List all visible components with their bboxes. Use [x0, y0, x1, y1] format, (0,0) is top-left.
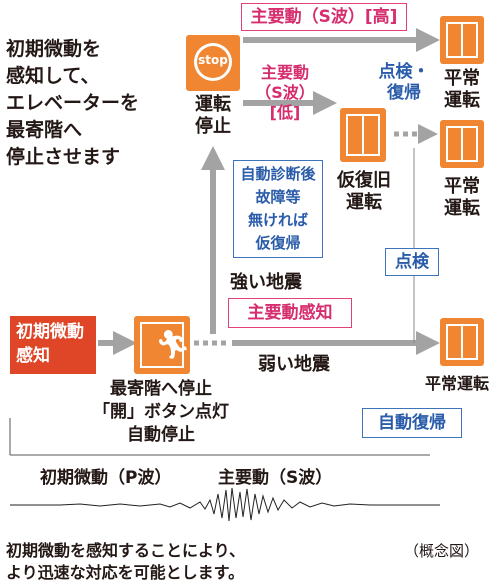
normal-elevator-icon-1 [440, 16, 484, 64]
seismic-waveform [10, 487, 440, 522]
intro-text: 初期微動を 感知して、 エレベーターを 最寄階へ 停止させます [6, 38, 140, 168]
inspect-restore-label: 点検・ 復帰 [378, 62, 430, 103]
auto-restore-box: 自動復帰 [362, 408, 462, 438]
temp-recovery-label: 仮復旧 運転 [337, 170, 391, 213]
weak-quake-label: 弱い地震 [258, 354, 330, 375]
operation-stop-label: 運転 停止 [195, 94, 231, 137]
elevator-stop-icon: 🏃︎ [134, 316, 191, 374]
normal-elevator-icon-3 [440, 318, 484, 366]
stop-elevator-icon: stop [186, 35, 240, 91]
concept-note: （概念図） [404, 542, 480, 560]
stop-sign-text: stop [198, 53, 228, 67]
normal-elevator-icon-2 [440, 120, 484, 168]
main-motion-high-box: 主要動（S波）[高] [241, 3, 407, 31]
normal-operation-label-2: 平常 運転 [444, 176, 480, 219]
main-motion-low-label: 主要動 （S波）[低] [255, 63, 315, 122]
elevator-stop-label: 最寄階へ停止 「開」ボタン点灯 自動停止 [93, 379, 229, 445]
wave-label-s: 主要動（S波） [218, 468, 333, 488]
strong-quake-label: 強い地震 [230, 272, 302, 293]
footer-text: 初期微動を感知することにより、 より迅速な対応を可能とします。 [6, 541, 246, 582]
self-diagnosis-box: 自動診断後 故障等 無ければ 仮復帰 [233, 160, 323, 258]
normal-operation-label-1: 平常 運転 [444, 68, 480, 111]
main-motion-detect-box: 主要動感知 [228, 298, 352, 328]
wave-label-p: 初期微動（P波） [40, 468, 172, 488]
temp-recovery-elevator-icon [340, 108, 386, 162]
trigger-box: 初期微動 感知 [10, 316, 96, 374]
running-person-icon: 🏃︎ [155, 328, 191, 361]
inspection-box: 点検 [385, 248, 439, 276]
normal-operation-label-3: 平常運転 [424, 374, 489, 393]
